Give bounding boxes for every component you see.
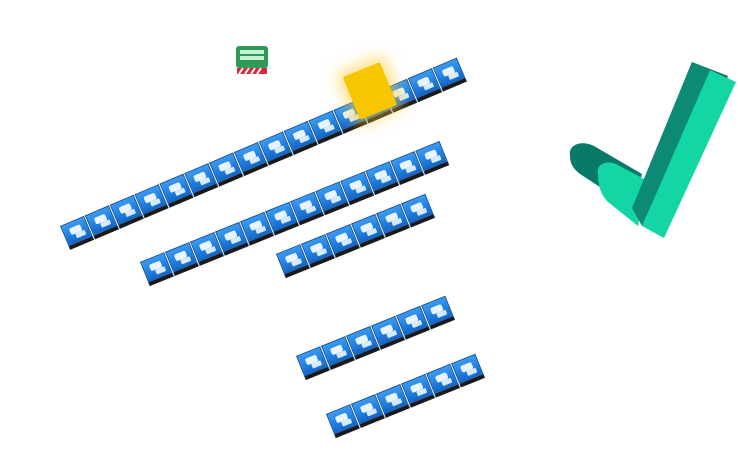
checkmark-icon[interactable] <box>560 56 738 246</box>
machine-icon[interactable] <box>234 44 270 76</box>
tile-strip-5 <box>326 353 487 442</box>
